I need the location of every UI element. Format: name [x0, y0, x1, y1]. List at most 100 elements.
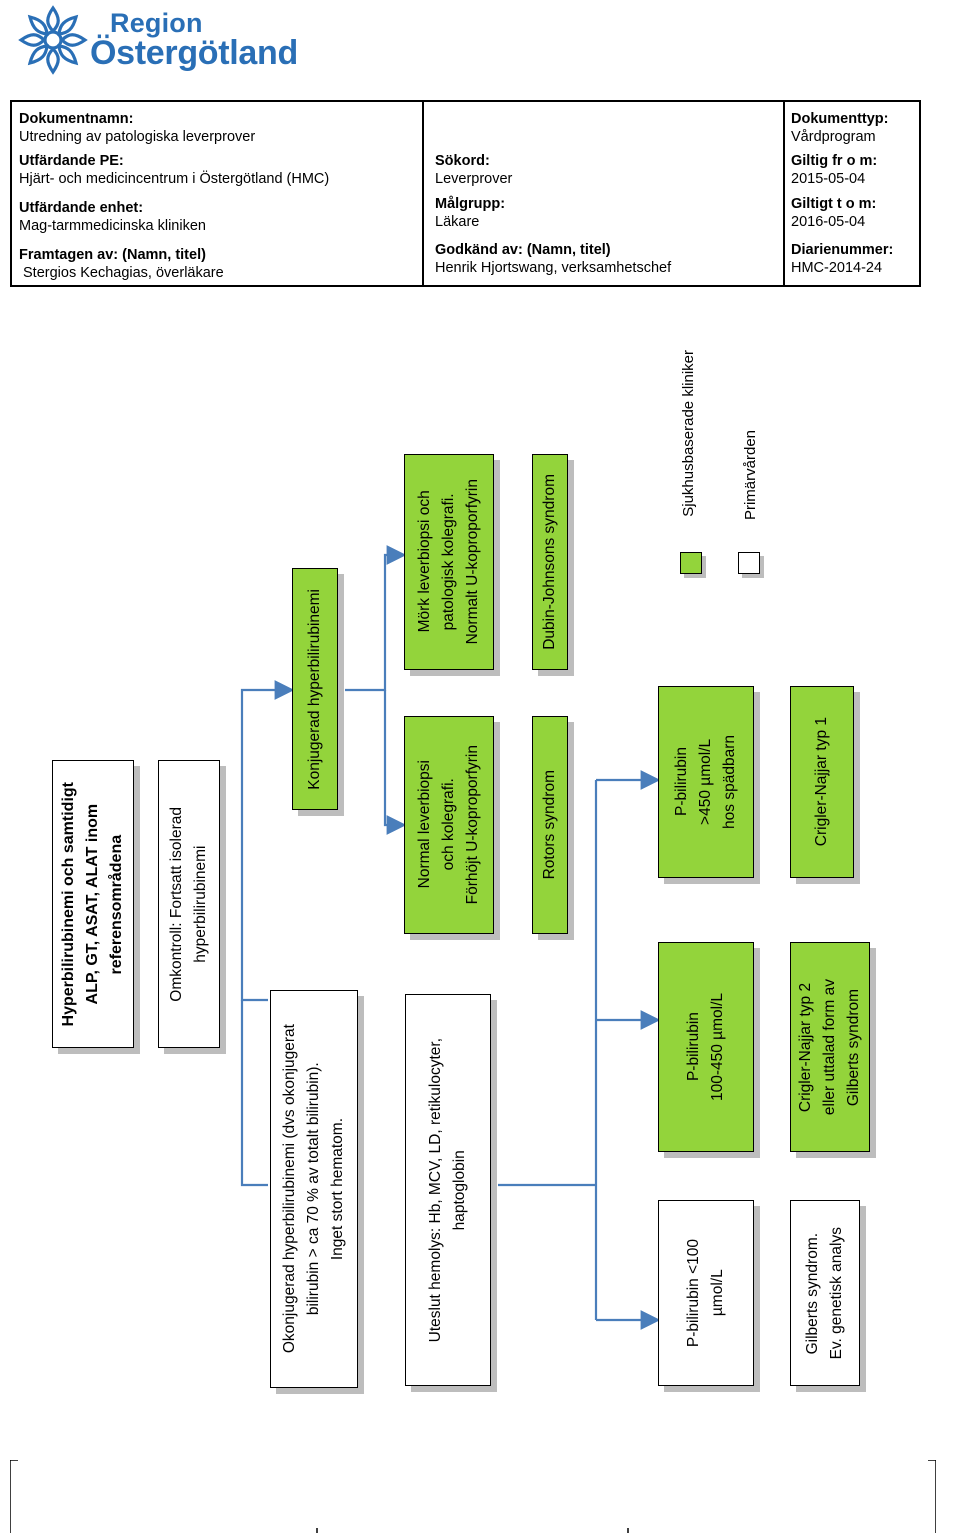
hemolys-line-1: Uteslut hemolys: Hb, MCV, LD, retikulocy…: [427, 1037, 444, 1343]
dokumenttyp-label: Dokumenttyp:: [791, 111, 889, 127]
pbil100-line-2: 100-450 µmol/L: [709, 992, 726, 1102]
normal-box-text: Normal leverbiopsi och kolegrafi. Förhöj…: [413, 745, 485, 904]
normal-line-1: Normal leverbiopsi: [416, 760, 433, 890]
mork-line-1: Mörk leverbiopsi och: [416, 490, 433, 634]
okonjugerad-box-text: Okonjugerad hyperbilirubinemi (dvs okonj…: [278, 1024, 350, 1353]
konjugerad-line-1: Konjugerad hyperbilirubinemi: [306, 588, 323, 790]
framtagen-label: Framtagen av: (Namn, titel): [19, 247, 206, 263]
godkand-value: Henrik Hjortswang, verksamhetschef: [435, 260, 672, 276]
dubin-johnson-box: Dubin-Johnsons syndrom: [532, 454, 568, 670]
start-line-2: ALP, GT, ASAT, ALAT inom: [84, 803, 101, 1005]
header-divider: [422, 102, 424, 285]
region-logo: Region Östergötland: [18, 4, 308, 78]
crigler-najjar-typ1-box: Crigler-Najjar typ 1: [790, 686, 854, 878]
pbillow-line-2: µmol/L: [709, 1269, 726, 1317]
flowchart-connectors: [240, 545, 661, 1330]
diarienummer-value: HMC-2014-24: [791, 260, 883, 276]
hemolys-box: Uteslut hemolys: Hb, MCV, LD, retikulocy…: [405, 994, 491, 1386]
okonjugerad-line-1: Okonjugerad hyperbilirubinemi (dvs okonj…: [281, 1024, 298, 1354]
omkontroll-line-1: Omkontroll: Fortsatt isolerad: [168, 806, 185, 1002]
header-giltig-tom: Giltigt t o m: 2016-05-04: [791, 195, 876, 231]
gilberts-syndrom-box: Gilberts syndrom. Ev. genetisk analys: [790, 1200, 860, 1386]
rotors-syndrom-box: Rotors syndrom: [532, 716, 568, 934]
p-bilirubin-over-450-box: P-bilirubin >450 µmol/L hos spädbarn: [658, 686, 754, 878]
crigler1-line-1: Crigler-Najjar typ 1: [813, 717, 830, 847]
malgrupp-value: Läkare: [435, 214, 480, 230]
header-dokumenttyp: Dokumenttyp: Vårdprogram: [791, 110, 888, 146]
malgrupp-label: Målgrupp:: [435, 196, 506, 212]
pbil450-line-2: >450 µmol/L: [697, 738, 714, 826]
header-utfardande-enhet: Utfärdande enhet: Mag-tarmmedicinska kli…: [19, 199, 206, 235]
header-dokumentnamn: Dokumentnamn: Utredning av patologiska l…: [19, 110, 255, 146]
pbil100-line-1: P-bilirubin: [685, 1012, 702, 1082]
crigler-najjar-typ2-box: Crigler-Najjar typ 2 eller uttalad form …: [790, 942, 870, 1152]
logo-region-text: Region: [110, 8, 203, 38]
header-giltig-from: Giltig fr o m: 2015-05-04: [791, 152, 877, 188]
start-line-3: referensområdena: [108, 834, 125, 974]
crigler2-box-text: Crigler-Najjar typ 2 eller uttalad form …: [794, 979, 866, 1115]
konjugerad-box: Konjugerad hyperbilirubinemi: [292, 568, 338, 810]
utfardande-enhet-value: Mag-tarmmedicinska kliniken: [19, 218, 206, 234]
crigler1-box-text: Crigler-Najjar typ 1: [810, 717, 834, 846]
framtagen-value: Stergios Kechagias, överläkare: [23, 265, 224, 281]
legend-white-label: Primärvården: [742, 430, 759, 521]
legend-white-swatch: [738, 552, 760, 574]
gilberts-box-text: Gilberts syndrom. Ev. genetisk analys: [801, 1227, 849, 1359]
normal-leverbiopsi-box: Normal leverbiopsi och kolegrafi. Förhöj…: [404, 716, 494, 934]
logo-ostergotland-text: Östergötland: [90, 34, 298, 72]
omkontroll-box: Omkontroll: Fortsatt isolerad hyperbilir…: [158, 760, 220, 1048]
omkontroll-line-2: hyperbilirubinemi: [192, 845, 209, 963]
utfardande-pe-label: Utfärdande PE:: [19, 153, 124, 169]
normal-line-3: Förhöjt U-koproporfyrin: [464, 745, 481, 905]
dubin-box-text: Dubin-Johnsons syndrom: [538, 474, 562, 650]
hemolys-box-text: Uteslut hemolys: Hb, MCV, LD, retikulocy…: [424, 1038, 472, 1342]
header-sokord: Sökord: Leverprover: [435, 152, 512, 188]
start-line-1: Hyperbilirubinemi och samtidigt: [60, 781, 77, 1027]
utfardande-enhet-label: Utfärdande enhet:: [19, 200, 144, 216]
omkontroll-box-text: Omkontroll: Fortsatt isolerad hyperbilir…: [165, 807, 213, 1002]
giltig-from-label: Giltig fr o m:: [791, 153, 878, 169]
utfardande-pe-value: Hjärt- och medicincentrum i Östergötland…: [19, 171, 330, 187]
mork-line-2: patologisk kolegrafi.: [440, 493, 457, 631]
okonjugerad-line-2: bilirubin > ca 70 % av totalt bilirubin)…: [305, 1062, 322, 1316]
crigler2-line-2: eller uttalad form av: [821, 978, 838, 1116]
pbillow-box-text: P-bilirubin <100 µmol/L: [682, 1239, 730, 1347]
header-utfardande-pe: Utfärdande PE: Hjärt- och medicincentrum…: [19, 152, 329, 188]
header-malgrupp: Målgrupp: Läkare: [435, 195, 505, 231]
sokord-label: Sökord:: [435, 153, 490, 169]
legend-green-swatch: [680, 552, 702, 574]
giltig-from-value: 2015-05-04: [791, 171, 866, 187]
mork-box-text: Mörk leverbiopsi och patologisk kolegraf…: [413, 479, 485, 644]
start-box: Hyperbilirubinemi och samtidigt ALP, GT,…: [52, 760, 134, 1048]
rotors-box-text: Rotors syndrom: [538, 770, 562, 879]
gilberts-line-1: Gilberts syndrom.: [804, 1232, 821, 1354]
dubin-line-1: Dubin-Johnsons syndrom: [541, 474, 558, 650]
footer-frame: [10, 1460, 936, 1533]
okonjugerad-line-3: Inget stort hematom.: [329, 1117, 346, 1261]
crigler2-line-1: Crigler-Najjar typ 2: [797, 982, 814, 1112]
pbil450-line-1: P-bilirubin: [673, 747, 690, 817]
p-bilirubin-100-450-box: P-bilirubin 100-450 µmol/L: [658, 942, 754, 1152]
dokumentnamn-label: Dokumentnamn:: [19, 111, 134, 127]
pbillow-line-1: P-bilirubin <100: [685, 1238, 702, 1348]
okonjugerad-box: Okonjugerad hyperbilirubinemi (dvs okonj…: [270, 990, 358, 1388]
dokumenttyp-value: Vårdprogram: [791, 129, 876, 145]
start-box-text: Hyperbilirubinemi och samtidigt ALP, GT,…: [57, 782, 129, 1026]
dokumentnamn-value: Utredning av patologiska leverprover: [19, 129, 256, 145]
pbil450-line-3: hos spädbarn: [721, 735, 738, 829]
sokord-value: Leverprover: [435, 171, 513, 187]
crigler2-line-3: Gilberts syndrom: [845, 988, 862, 1106]
header-framtagen: Framtagen av: (Namn, titel) Stergios Kec…: [19, 246, 224, 282]
document-header-table: Dokumentnamn: Utredning av patologiska l…: [10, 100, 921, 287]
pbil450-box-text: P-bilirubin >450 µmol/L hos spädbarn: [670, 735, 742, 829]
flowchart: Hyperbilirubinemi och samtidigt ALP, GT,…: [0, 330, 960, 1410]
hemolys-line-2: haptoglobin: [451, 1149, 468, 1231]
mork-line-3: Normalt U-koproporfyrin: [464, 479, 481, 645]
giltig-tom-value: 2016-05-04: [791, 214, 866, 230]
flower-logo-icon: [18, 5, 88, 75]
header-divider: [783, 102, 785, 285]
normal-line-2: och kolegrafi.: [440, 778, 457, 872]
diarienummer-label: Diarienummer:: [791, 242, 894, 258]
p-bilirubin-under-100-box: P-bilirubin <100 µmol/L: [658, 1200, 754, 1386]
rotors-line-1: Rotors syndrom: [541, 770, 558, 880]
